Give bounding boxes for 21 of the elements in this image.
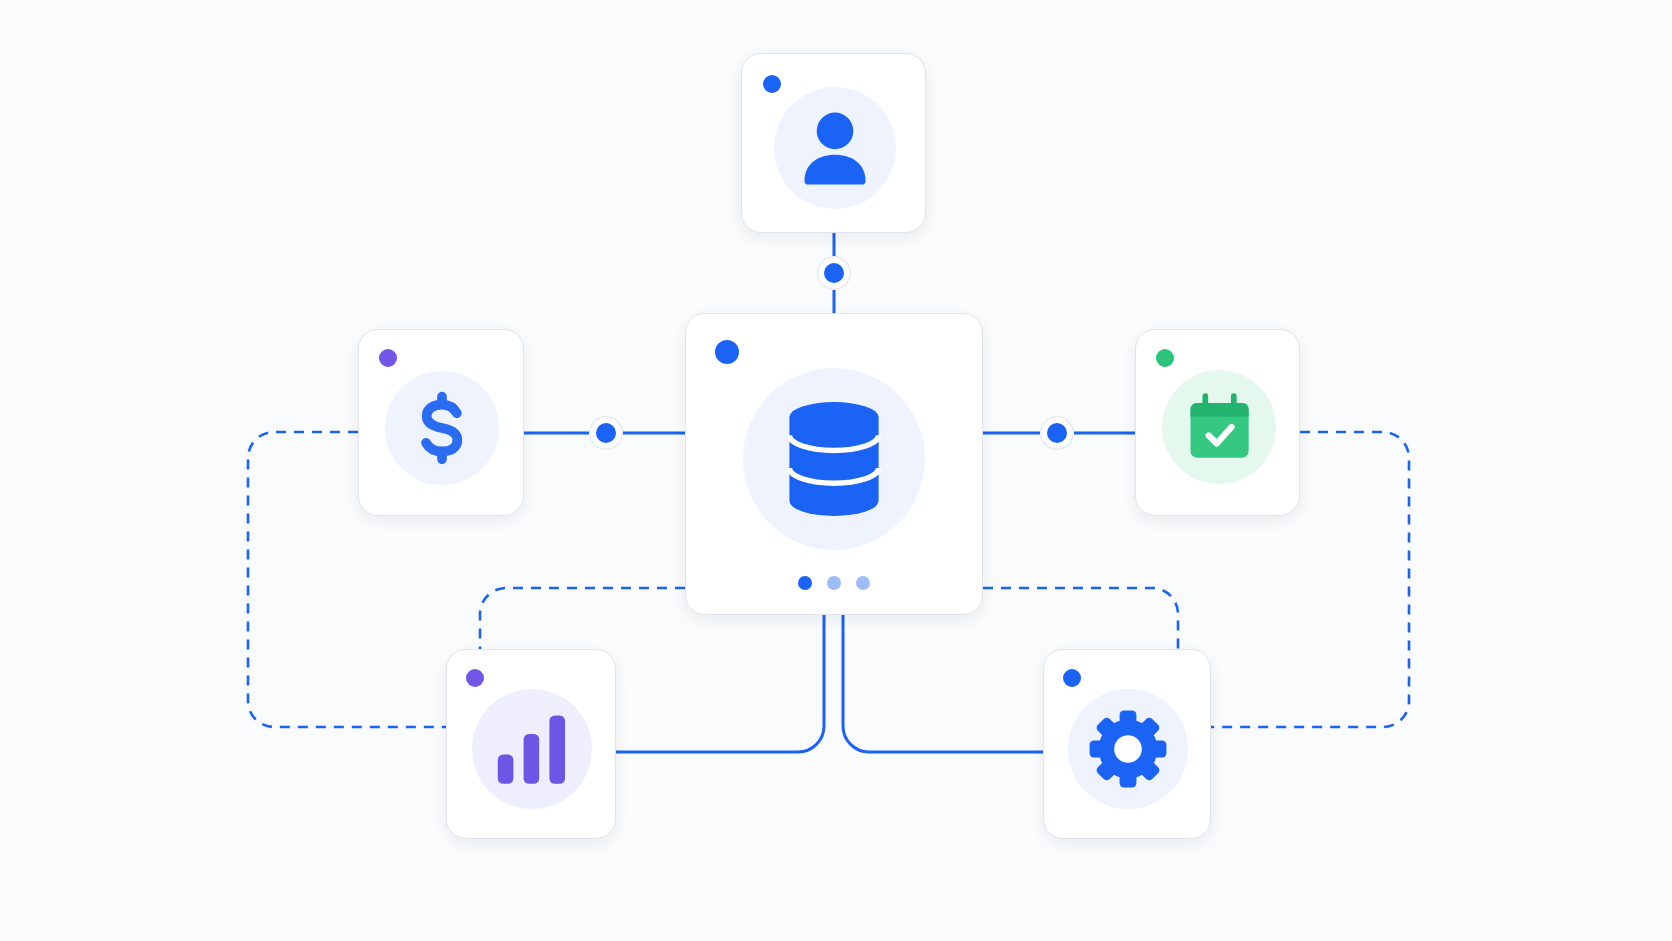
- connector-line: [983, 431, 1040, 435]
- icon-card: [358, 329, 524, 516]
- junction-dot-icon: [817, 256, 851, 290]
- dashed-connector: [983, 586, 1180, 649]
- icon-card: [741, 53, 926, 233]
- icon-card: [1043, 649, 1211, 839]
- junction-dot-icon: [589, 416, 623, 450]
- dashed-connector: [478, 586, 685, 649]
- connector-line: [623, 431, 685, 435]
- connector-line: [832, 290, 836, 313]
- connector-line: [616, 615, 826, 754]
- dashed-connector: [1211, 430, 1411, 729]
- junction-dot-icon: [1040, 416, 1074, 450]
- icon-card: [1135, 329, 1300, 516]
- connector-line: [1074, 431, 1135, 435]
- connector-line: [841, 615, 1043, 754]
- connector-line: [524, 431, 589, 435]
- icon-card: [446, 649, 616, 839]
- icon-card: [685, 313, 983, 615]
- dashed-connector: [246, 430, 446, 729]
- connector-line: [832, 233, 836, 256]
